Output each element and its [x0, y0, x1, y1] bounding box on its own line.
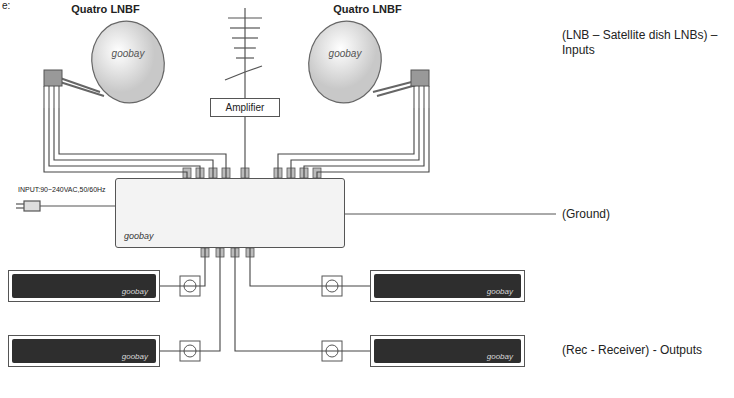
brand-logo: goobay	[325, 48, 365, 59]
input-connectors	[183, 168, 321, 178]
brand-logo: goobay	[124, 231, 154, 241]
label-text: (Rec - Receiver) - Outputs	[562, 343, 702, 357]
coax-cable	[244, 117, 245, 178]
coax-cable	[54, 108, 213, 178]
label-text: e:	[2, 0, 10, 11]
amplifier-box: Amplifier	[210, 98, 280, 117]
receiver: goobay	[8, 270, 160, 302]
dish-shape	[300, 2, 435, 108]
multiswitch: goobay	[115, 178, 345, 248]
coax-cable	[278, 108, 414, 178]
coax-cable	[235, 248, 370, 351]
brand-logo: goobay	[122, 352, 148, 361]
coax-cable	[304, 108, 424, 178]
receiver-body: goobay	[12, 339, 156, 363]
coax-cable	[317, 108, 429, 178]
satellite-dish: Quatro LNBF goobay	[38, 2, 173, 108]
output-connectors	[201, 248, 254, 257]
coax-cable	[44, 108, 187, 178]
box-label: Amplifier	[217, 102, 273, 113]
wall-sockets	[180, 276, 342, 361]
ground-wire	[331, 210, 556, 218]
dish-heading: Quatro LNBF	[38, 2, 173, 16]
receiver-body: goobay	[12, 274, 156, 298]
receiver: goobay	[370, 335, 525, 367]
coax-cable	[160, 248, 220, 351]
inputs-note: (LNB – Satellite dish LNBs) – Inputs	[562, 28, 727, 58]
coax-cable	[160, 248, 205, 286]
ground-note: (Ground)	[562, 207, 610, 222]
coax-cable	[291, 108, 419, 178]
coax-cable	[250, 248, 370, 286]
coax-cable	[49, 108, 200, 178]
receiver-body: goobay	[374, 274, 521, 298]
receiver: goobay	[8, 335, 160, 367]
label-text: INPUT:90~240VAC,50/60Hz	[18, 186, 106, 193]
dish-heading: Quatro LNBF	[300, 2, 435, 16]
receiver: goobay	[370, 270, 525, 302]
dish-shape	[38, 2, 173, 108]
brand-logo: goobay	[108, 48, 148, 59]
label-text: (Ground)	[562, 207, 610, 221]
power-plug	[16, 201, 115, 211]
outputs-note: (Rec - Receiver) - Outputs	[562, 343, 712, 358]
coax-cable	[59, 108, 226, 178]
brand-logo: goobay	[487, 287, 513, 296]
brand-logo: goobay	[487, 352, 513, 361]
satellite-dish: Quatro LNBF goobay	[300, 2, 435, 108]
power-input-label: INPUT:90~240VAC,50/60Hz	[18, 186, 118, 195]
label-text: (LNB – Satellite dish LNBs) – Inputs	[562, 28, 717, 57]
corner-text: e:	[2, 0, 10, 13]
receiver-body: goobay	[374, 339, 521, 363]
antenna	[225, 8, 262, 98]
brand-logo: goobay	[122, 287, 148, 296]
